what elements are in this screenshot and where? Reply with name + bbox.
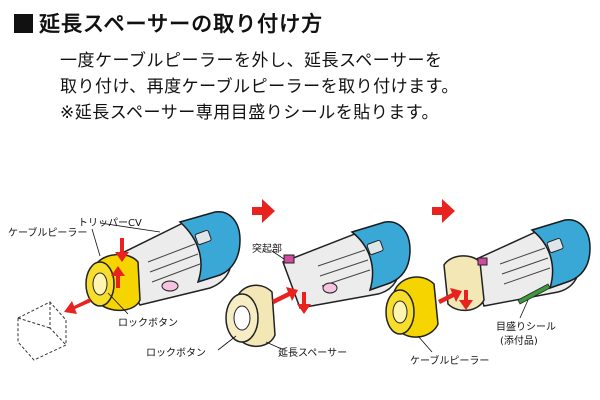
insert-arrow-2 <box>272 287 298 304</box>
label-scale-sticker-1: 目盛りシール <box>496 322 556 333</box>
protrusion-mark <box>283 254 295 264</box>
step-arrow-icon <box>252 199 275 223</box>
description-line-2: 取り付け、再度ケーブルピーラーを取り付けます。 <box>60 77 459 97</box>
step-1-illustration <box>17 211 241 361</box>
body-grooves-3 <box>499 247 551 285</box>
tool-cap-cyan <box>178 211 241 284</box>
leader-protrusion <box>271 250 285 260</box>
removed-peeler-outline <box>17 301 67 361</box>
leader-stripper <box>99 222 161 233</box>
description-line-1: 一度ケーブルピーラーを外し、延長スペーサーを <box>60 51 443 71</box>
step-arrow-icon <box>432 199 455 223</box>
insert-arrow-3 <box>438 288 462 304</box>
tool-cap-cyan-2 <box>350 221 411 292</box>
body-pink-mark-2 <box>322 282 338 294</box>
tool-cap-cyan-3 <box>530 219 591 290</box>
leader-sticker <box>519 299 529 319</box>
leader-peeler-2 <box>417 335 433 353</box>
lift-up-arrow <box>111 266 125 288</box>
label-extension-spacer: 延長スペーサー <box>278 348 348 359</box>
leader-lock-2 <box>217 335 237 351</box>
label-stripper-cv: トリッパーCV <box>78 218 142 229</box>
step-3-illustration <box>385 219 591 353</box>
protrusion-mark-3 <box>477 257 488 266</box>
label-cable-peeler-1: ケーブルピーラー <box>8 228 88 239</box>
leader-spacer <box>265 341 285 351</box>
description: 一度ケーブルピーラーを外し、延長スペーサーを 取り付け、再度ケーブルピーラーを取… <box>60 48 459 126</box>
label-lock-button-2: ロックボタン <box>146 348 206 359</box>
push-down-arrow <box>115 238 129 262</box>
cap-slot <box>194 229 212 245</box>
cap-slot-2 <box>366 239 384 255</box>
body-grooves <box>147 243 201 283</box>
pull-out-arrow <box>64 298 91 314</box>
body-pink-mark <box>161 280 179 292</box>
leader-lock-1 <box>107 292 129 315</box>
page-title: 延長スペーサーの取り付け方 <box>39 12 324 36</box>
description-line-3: ※延長スペーサー専用目盛りシールを貼ります。 <box>60 103 440 123</box>
label-cable-peeler-2: ケーブルピーラー <box>410 356 490 367</box>
scale-sticker-part <box>517 283 551 305</box>
peeler-hole <box>92 272 108 296</box>
peeler-hole-2 <box>392 300 408 324</box>
label-protrusion: 突起部 <box>252 244 282 255</box>
cap-slot-3 <box>546 237 564 253</box>
spacer-hole <box>233 305 251 331</box>
step-2-illustration <box>217 221 411 351</box>
leader-peeler-1 <box>91 228 101 257</box>
title-row: 延長スペーサーの取り付け方 <box>14 8 323 38</box>
down-arrow-3 <box>459 290 473 310</box>
title-square-icon <box>14 13 33 33</box>
down-arrow-2 <box>297 292 311 314</box>
label-lock-button-1: ロックボタン <box>118 318 178 329</box>
label-scale-sticker-2: (添付品) <box>500 336 538 347</box>
